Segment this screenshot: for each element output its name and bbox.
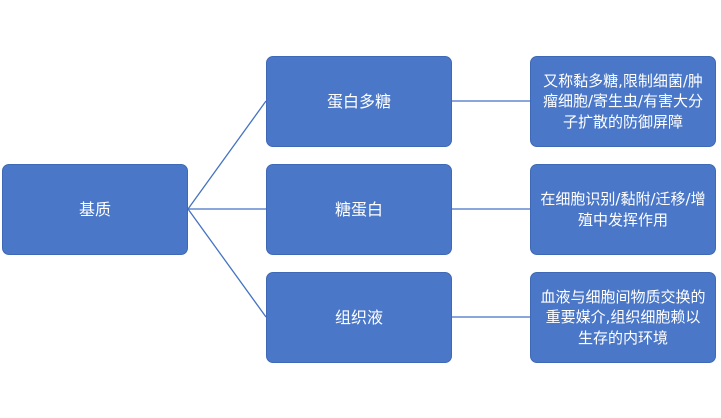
description-text: 在细胞识别/黏附/迁移/增殖中发挥作用 — [540, 190, 706, 229]
branch-node-tissue-fluid: 组织液 — [266, 272, 452, 363]
connector-root-branch-1 — [187, 100, 267, 210]
root-node-label: 基质 — [78, 199, 111, 219]
description-text: 又称黏多糖,限制细菌/肿瘤细胞/寄生虫/有害大分子扩散的防御屏障 — [542, 72, 704, 131]
connector-root-branch-3 — [187, 208, 267, 318]
branch-node-label: 组织液 — [334, 307, 383, 327]
description-node-glycoprotein: 在细胞识别/黏附/迁移/增殖中发挥作用 — [530, 164, 716, 255]
branch-node-label: 糖蛋白 — [334, 199, 383, 219]
root-node: 基质 — [2, 164, 188, 255]
description-text: 血液与细胞间物质交换的重要媒介,组织细胞赖以生存的内环境 — [540, 288, 706, 347]
branch-node-label: 蛋白多糖 — [326, 91, 391, 111]
branch-node-proteoglycan: 蛋白多糖 — [266, 56, 452, 147]
branch-node-glycoprotein: 糖蛋白 — [266, 164, 452, 255]
description-node-tissue-fluid: 血液与细胞间物质交换的重要媒介,组织细胞赖以生存的内环境 — [530, 272, 716, 363]
description-node-proteoglycan: 又称黏多糖,限制细菌/肿瘤细胞/寄生虫/有害大分子扩散的防御屏障 — [530, 56, 716, 147]
